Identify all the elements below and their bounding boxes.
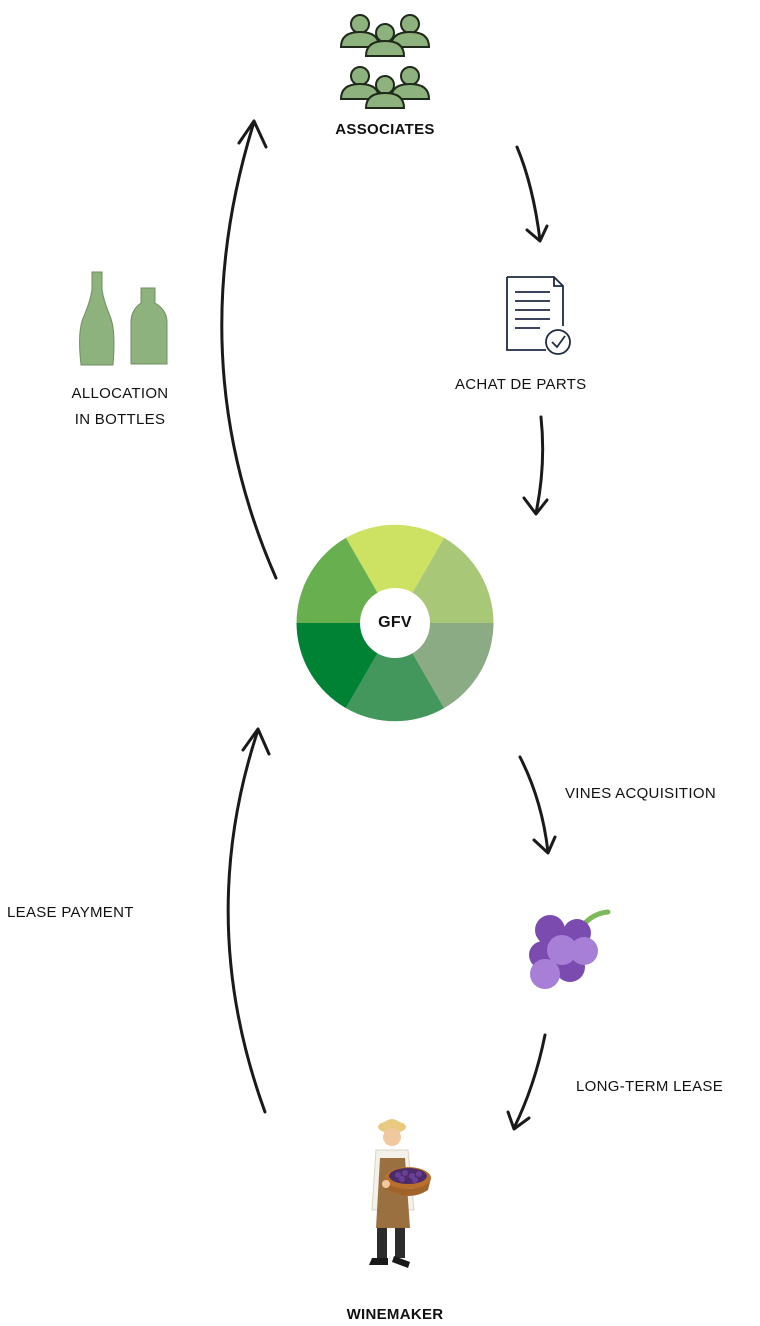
arrow-grapes-to-winemaker [506, 1033, 547, 1131]
arrow-gfv-to-grapes [518, 755, 557, 855]
people-group-icon [340, 14, 430, 109]
associates-label: ASSOCIATES [335, 121, 435, 138]
arrow-gfv-to-associates [220, 119, 278, 580]
arrow-winemaker-to-gfv [226, 727, 271, 1114]
achat-label: ACHAT DE PARTS [455, 376, 587, 393]
gfv-wheel [296, 524, 494, 722]
gfv-label: GFV [378, 614, 412, 631]
grapes-icon [529, 909, 611, 989]
wine-bottles-icon [79, 271, 168, 366]
arrow-associates-to-achat [515, 145, 549, 243]
long-term-lease-label: LONG-TERM LEASE [576, 1078, 724, 1095]
document-check-icon [506, 276, 571, 355]
allocation-label-line2: IN BOTTLES [74, 411, 166, 428]
winemaker-label: WINEMAKER [346, 1306, 444, 1323]
allocation-label-line1: ALLOCATION [71, 385, 169, 402]
vines-acquisition-label: VINES ACQUISITION [565, 785, 716, 802]
lease-payment-label: LEASE PAYMENT [7, 904, 134, 921]
winemaker-icon [369, 1119, 431, 1268]
arrow-achat-to-gfv [522, 415, 549, 516]
